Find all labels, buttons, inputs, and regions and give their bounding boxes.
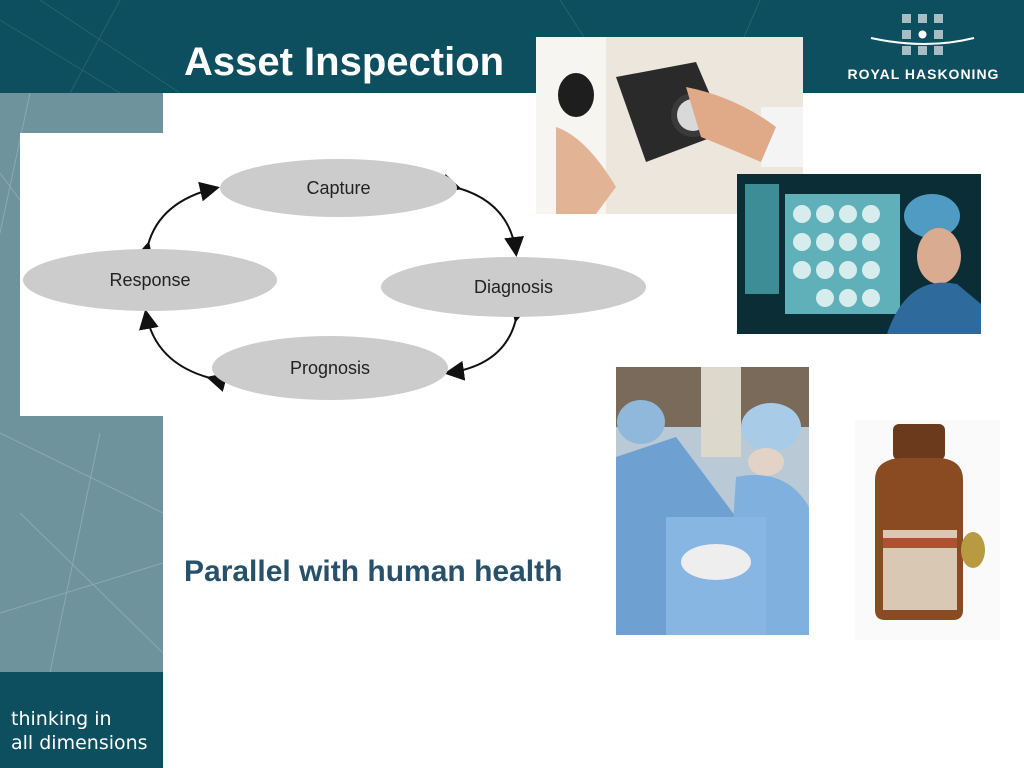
cycle-diagram: Capture Diagnosis Prognosis Response: [20, 133, 646, 416]
xray-review-photo: [737, 174, 981, 334]
sidebar-footer: [0, 672, 163, 768]
arrow-capture-diagnosis: [439, 173, 525, 257]
cycle-arrows: [134, 173, 530, 392]
slide-subtitle: Parallel with human health: [184, 555, 563, 588]
blood-pressure-photo: [536, 37, 803, 214]
brand-logo: ROYAL HASKONING: [836, 10, 1016, 88]
medicine-bottle-photo: [855, 420, 1000, 640]
node-capture: Capture: [220, 159, 457, 217]
node-diagnosis: Diagnosis: [381, 257, 646, 317]
node-prognosis: Prognosis: [212, 336, 448, 400]
node-response: Response: [23, 249, 277, 311]
brand-name: ROYAL HASKONING: [847, 66, 1000, 82]
surgery-photo: [616, 367, 809, 635]
tagline: thinking in all dimensions: [11, 707, 148, 755]
header-bar: [0, 0, 1024, 93]
arrow-response-capture: [134, 181, 220, 264]
tagline-line-1: thinking in: [11, 708, 112, 730]
brand-mark-icon: [870, 14, 975, 55]
slide-title: Asset Inspection: [184, 40, 505, 84]
tagline-line-2: all dimensions: [11, 732, 148, 754]
arrow-prognosis-response: [139, 309, 229, 392]
arrow-diagnosis-prognosis: [444, 301, 530, 381]
